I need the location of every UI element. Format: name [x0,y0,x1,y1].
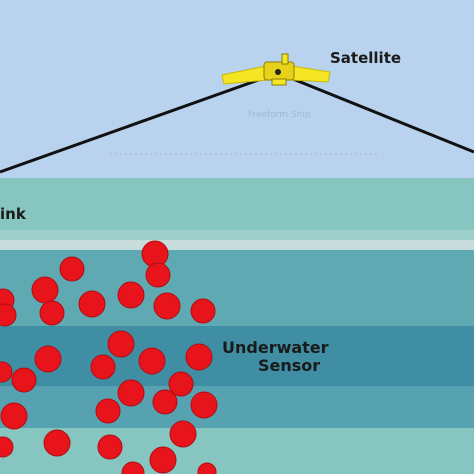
sensor-label-line2: Sensor [258,356,320,375]
sensor-node [34,345,62,373]
sensor-node [185,343,213,371]
sensor-node [197,462,217,474]
sensor-node [153,292,181,320]
sea-surface-layer [0,178,474,230]
sensor-node [107,330,135,358]
sensor-node [0,361,13,383]
sensor-node [138,347,166,375]
sea-band-pale [0,240,474,250]
satellite-label: Satellite [330,49,401,67]
sensor-node [190,298,216,324]
sensor-node [169,420,197,448]
sea-bottom-layer [0,428,474,474]
sink-label: ink [0,205,27,223]
sensor-node [145,262,171,288]
sensor-node [90,354,116,380]
sensor-node [95,398,121,424]
sensor-node [78,290,106,318]
sensor-label-line1: Underwater [222,338,329,357]
sensor-node [0,303,17,327]
satellite-icon [221,53,331,86]
sensor-node [59,256,85,282]
sensor-node [168,371,194,397]
sea-band-deep [0,326,474,386]
sensor-node [97,434,123,460]
sea-band-mid-2 [0,386,474,428]
sensor-nodes-group [0,240,218,474]
sensor-node [190,391,218,419]
sensor-node [43,429,71,457]
sensor-node [117,281,145,309]
sensor-node [117,379,145,407]
sensor-node [39,300,65,326]
sensor-node [152,389,178,415]
link-line-right [277,71,474,154]
sensor-node [121,461,145,474]
sensor-node [0,436,14,458]
sea-band-light [0,230,474,240]
watermark-text: Freeform Snip [248,110,311,120]
sensor-node [0,402,28,430]
sensor-node [31,276,59,304]
sensor-node [11,367,37,393]
link-line-left [0,71,279,174]
sensor-node [149,446,177,474]
